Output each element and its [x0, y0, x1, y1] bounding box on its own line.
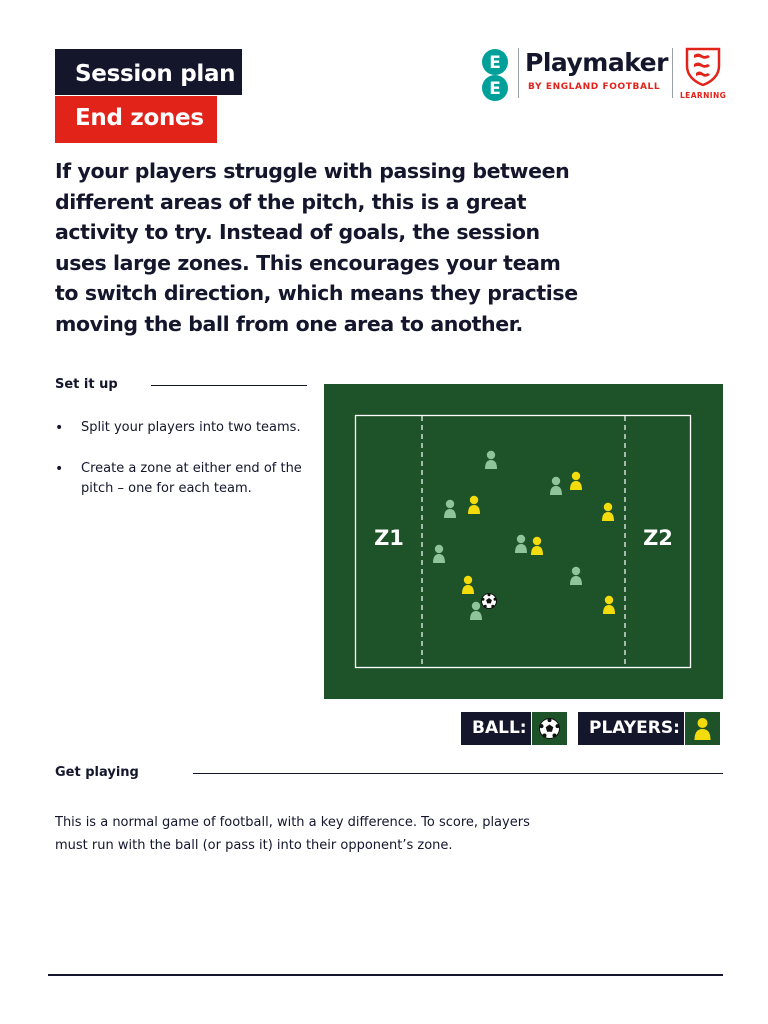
three-lions-crest-icon: [685, 47, 721, 86]
svg-text:E: E: [489, 79, 501, 99]
footer-rule: [48, 974, 723, 976]
set-it-up-heading: Set it up: [55, 377, 118, 392]
legend-players-swatch: [685, 712, 720, 745]
legend-ball-label: BALL:: [461, 712, 531, 745]
bullet-text: Split your players into two teams.: [81, 420, 301, 435]
pitch-diagram: Z1 Z2: [324, 384, 723, 699]
list-item: •Split your players into two teams.: [55, 420, 301, 436]
learning-label: LEARNING: [680, 91, 727, 100]
ee-logo: E E: [482, 49, 508, 101]
brand-divider: [518, 48, 519, 98]
session-title: End zones: [55, 96, 217, 143]
playmaker-logo-text: Playmaker: [525, 48, 668, 77]
setup-bullet-list: •Split your players into two teams. •Cre…: [55, 418, 305, 520]
brand-logos: E E Playmaker BY ENGLAND FOOTBALL LEARNI…: [478, 46, 728, 104]
zone-label-left: Z1: [374, 526, 404, 550]
legend-ball-swatch: [532, 712, 567, 745]
section-rule: [193, 773, 723, 774]
zone-label-right: Z2: [643, 526, 673, 550]
session-plan-label: Session plan: [55, 49, 242, 95]
get-playing-text: This is a normal game of football, with …: [55, 815, 530, 853]
intro-paragraph: If your players struggle with passing be…: [55, 159, 578, 336]
ball-icon: [481, 593, 497, 609]
pitch-boundary: [354, 414, 692, 669]
bullet-text: Create a zone at either end of the pitch…: [81, 460, 302, 497]
svg-text:E: E: [489, 53, 501, 73]
player-icon: [694, 718, 711, 740]
ball-icon: [539, 718, 560, 739]
section-rule: [151, 385, 307, 386]
brand-divider: [672, 48, 673, 98]
playmaker-logo-subtitle: BY ENGLAND FOOTBALL: [528, 82, 661, 92]
legend-players-label: PLAYERS:: [578, 712, 684, 745]
list-item: •Create a zone at either end of the pitc…: [55, 460, 302, 497]
get-playing-heading: Get playing: [55, 765, 139, 780]
